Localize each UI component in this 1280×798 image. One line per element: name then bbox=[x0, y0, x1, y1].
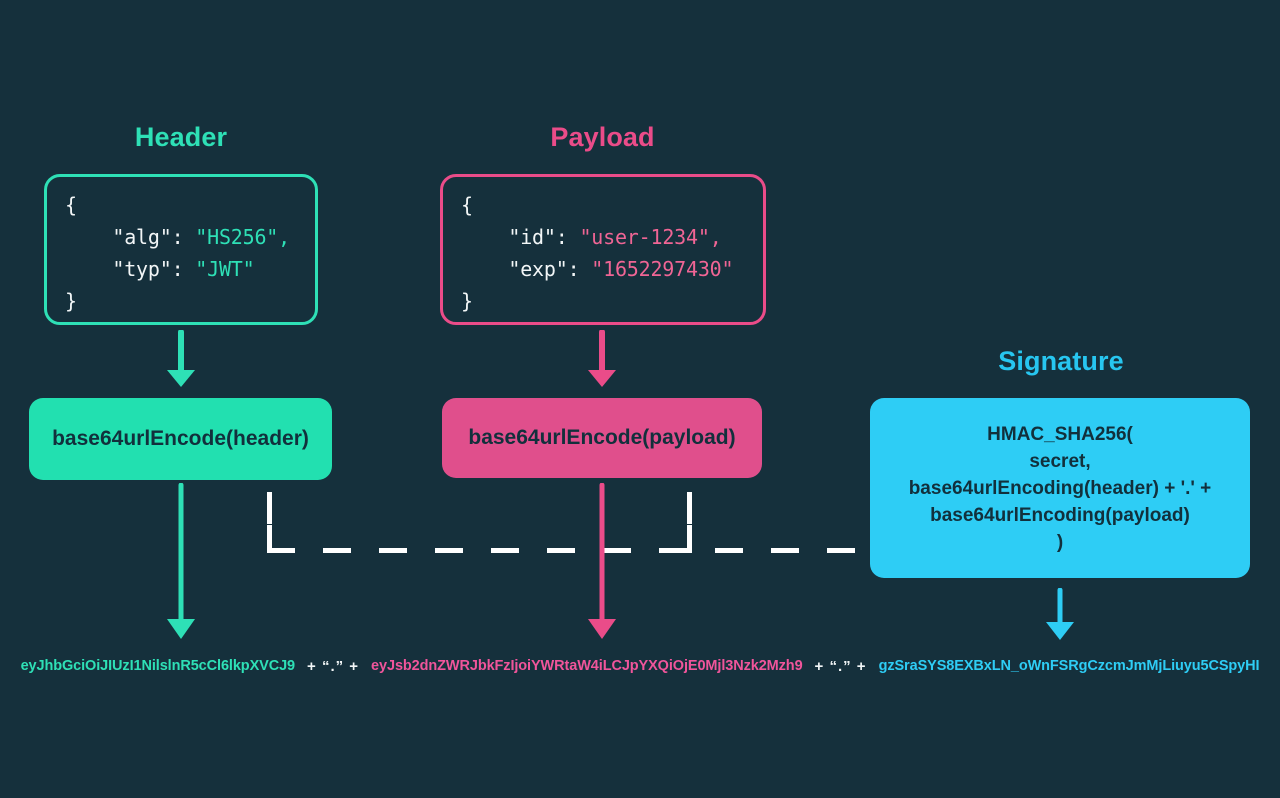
arrow-down-icon-header-to-encode bbox=[167, 330, 195, 387]
arrow-down-icon-signature-to-token bbox=[1046, 588, 1074, 640]
jwt-token-row: eyJhbGciOiJIUzI1NilslnR5cCl6lkpXVCJ9 + “… bbox=[0, 652, 1280, 680]
dashed-bracket-corner-left bbox=[267, 525, 272, 553]
payload-json-exp-value: "1652297430" bbox=[591, 257, 734, 281]
token-separator-2: + “.” + bbox=[814, 657, 867, 675]
payload-token: eyJsb2dnZWRJbkFzIjoiYWRtaW4iLCJpYXQiOjE0… bbox=[371, 658, 803, 674]
signature-formula-box[interactable]: HMAC_SHA256( secret, base64urlEncoding(h… bbox=[870, 398, 1250, 578]
header-json-close-brace: } bbox=[65, 289, 77, 313]
payload-json-exp-key: "exp": bbox=[508, 257, 580, 281]
header-json-code: { "alg": "HS256", "typ": "JWT" } bbox=[65, 189, 290, 317]
header-json-open-brace: { bbox=[65, 193, 77, 217]
payload-json-box: { "id": "user-1234", "exp": "1652297430"… bbox=[440, 174, 766, 325]
payload-json-id-key: "id": bbox=[508, 225, 568, 249]
payload-json-code: { "id": "user-1234", "exp": "1652297430"… bbox=[461, 189, 734, 317]
payload-json-open-brace: { bbox=[461, 193, 473, 217]
base64url-encode-header-label: base64urlEncode(header) bbox=[52, 427, 309, 450]
dashed-bracket-tick-left bbox=[267, 492, 272, 524]
header-json-typ-key: "typ": bbox=[112, 257, 184, 281]
base64url-encode-payload-box[interactable]: base64urlEncode(payload) bbox=[442, 398, 762, 478]
header-column-title: Header bbox=[134, 122, 228, 152]
token-separator-1: + “.” + bbox=[307, 657, 360, 675]
base64url-encode-header-box[interactable]: base64urlEncode(header) bbox=[29, 398, 332, 480]
signature-column-title: Signature bbox=[998, 346, 1124, 376]
arrow-down-icon-payload-to-token bbox=[588, 483, 616, 639]
header-token: eyJhbGciOiJIUzI1NilslnR5cCl6lkpXVCJ9 bbox=[20, 658, 296, 674]
arrow-down-icon-header-to-token bbox=[167, 483, 195, 639]
arrow-down-icon-payload-to-encode bbox=[588, 330, 616, 387]
dashed-bracket-corner-right bbox=[687, 525, 692, 553]
header-json-alg-value: "HS256", bbox=[195, 225, 290, 249]
header-json-box: { "alg": "HS256", "typ": "JWT" } bbox=[44, 174, 318, 325]
payload-column-title: Payload bbox=[550, 122, 655, 152]
header-json-typ-value: "JWT" bbox=[195, 257, 255, 281]
payload-json-id-value: "user-1234", bbox=[579, 225, 722, 249]
header-json-alg-key: "alg": bbox=[112, 225, 184, 249]
signature-formula-text: HMAC_SHA256( secret, base64urlEncoding(h… bbox=[908, 423, 1212, 553]
dashed-bracket-horizontal-line bbox=[267, 548, 879, 553]
signature-token: gzSraSYS8EXBxLN_oWnFSRgCzcmJmMjLiuyu5CSp… bbox=[878, 658, 1260, 674]
base64url-encode-payload-label: base64urlEncode(payload) bbox=[468, 426, 736, 449]
payload-json-close-brace: } bbox=[461, 289, 473, 313]
dashed-bracket-tick-right bbox=[687, 492, 692, 524]
